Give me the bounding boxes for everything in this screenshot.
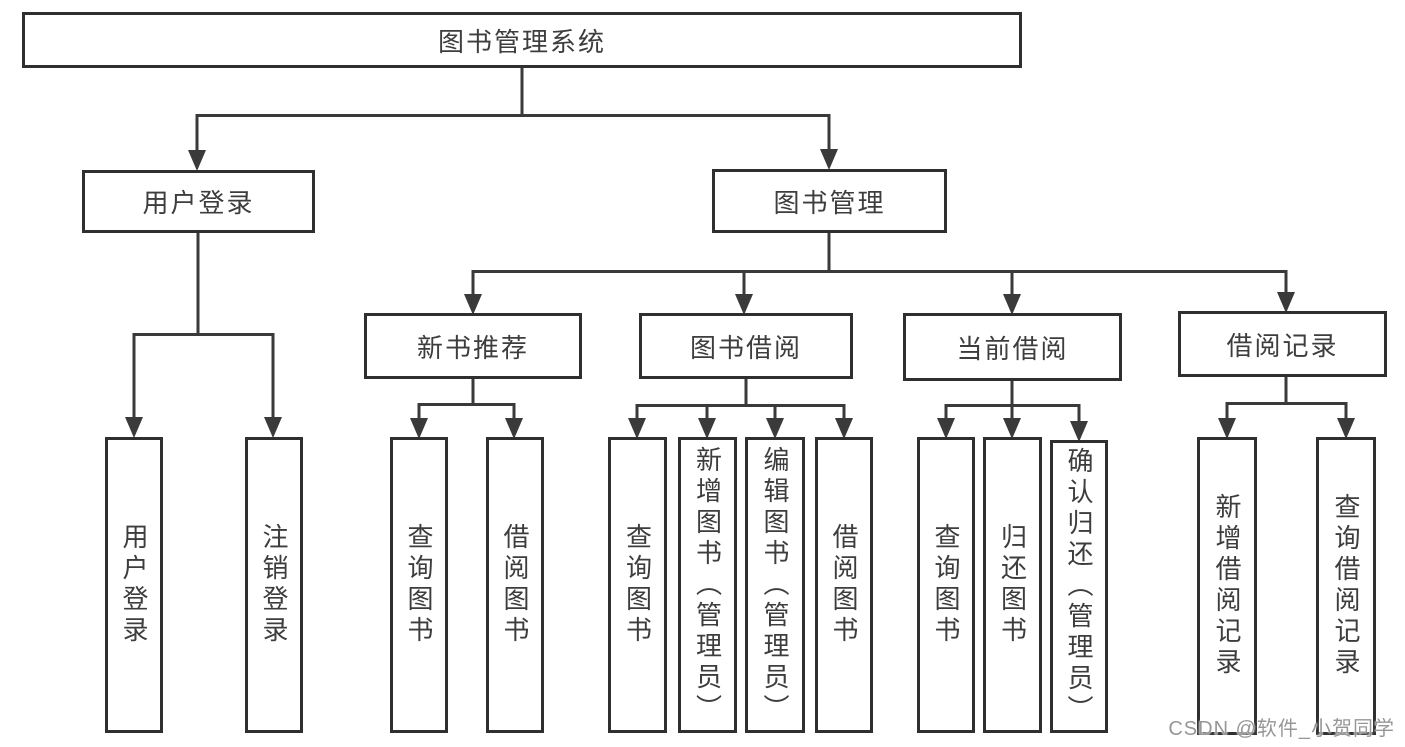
node-leaf-query-books-current-label: 查询图书 bbox=[931, 523, 961, 647]
node-leaf-query-borrow-record: 查询借阅记录 bbox=[1316, 437, 1376, 735]
node-leaf-query-books-borrow: 查询图书 bbox=[608, 437, 667, 733]
csdn-watermark: CSDN @软件_小贺同学 bbox=[1168, 718, 1395, 740]
node-new-book-recommend-label: 新书推荐 bbox=[416, 332, 529, 363]
node-leaf-edit-books-admin-label: 编辑图书（管理员） bbox=[760, 445, 790, 725]
node-book-management-label: 图书管理 bbox=[773, 187, 886, 218]
node-leaf-logout-label: 注销登录 bbox=[259, 523, 289, 647]
node-book-management: 图书管理 bbox=[712, 169, 947, 233]
node-leaf-add-borrow-record-label: 新增借阅记录 bbox=[1212, 493, 1242, 679]
node-root-system-label: 图书管理系统 bbox=[437, 26, 606, 57]
node-book-borrowing: 图书借阅 bbox=[639, 313, 853, 379]
node-leaf-logout: 注销登录 bbox=[245, 437, 303, 733]
node-leaf-edit-books-admin: 编辑图书（管理员） bbox=[745, 437, 805, 733]
node-current-borrowing: 当前借阅 bbox=[903, 313, 1122, 381]
node-leaf-return-books-label: 归还图书 bbox=[997, 523, 1028, 647]
connector-book-mgmt-to-level3 bbox=[471, 233, 1288, 297]
connector-book-borrow-children bbox=[635, 379, 846, 421]
node-borrowing-records-label: 借阅记录 bbox=[1226, 330, 1339, 361]
connector-borrow-records-children bbox=[1225, 377, 1348, 421]
node-borrowing-records: 借阅记录 bbox=[1178, 311, 1387, 377]
node-leaf-confirm-return-admin-label: 确认归还（管理员） bbox=[1064, 447, 1094, 726]
node-leaf-query-borrow-record-label: 查询借阅记录 bbox=[1331, 493, 1361, 679]
node-leaf-query-books-borrow-label: 查询图书 bbox=[622, 523, 653, 647]
node-leaf-borrow-books-rec-label: 借阅图书 bbox=[500, 523, 530, 647]
node-leaf-query-books-rec-label: 查询图书 bbox=[404, 523, 434, 647]
connector-current-borrow-children bbox=[944, 381, 1081, 424]
node-leaf-return-books: 归还图书 bbox=[983, 437, 1042, 733]
node-user-login-label: 用户登录 bbox=[142, 188, 255, 218]
node-leaf-query-books-current: 查询图书 bbox=[917, 437, 975, 733]
node-current-borrowing-label: 当前借阅 bbox=[956, 333, 1069, 364]
node-leaf-user-login-label: 用户登录 bbox=[119, 523, 149, 647]
node-leaf-borrow-books-label: 借阅图书 bbox=[829, 523, 859, 647]
arrowheads bbox=[125, 149, 1355, 442]
node-book-borrowing-label: 图书借阅 bbox=[689, 332, 802, 363]
node-leaf-borrow-books: 借阅图书 bbox=[815, 437, 873, 733]
node-leaf-add-books-admin: 新增图书（管理员） bbox=[678, 437, 737, 733]
node-leaf-user-login: 用户登录 bbox=[105, 437, 163, 733]
node-leaf-borrow-books-rec: 借阅图书 bbox=[486, 437, 544, 733]
node-new-book-recommend: 新书推荐 bbox=[364, 313, 582, 379]
node-root-system: 图书管理系统 bbox=[22, 12, 1022, 68]
node-leaf-add-borrow-record: 新增借阅记录 bbox=[1197, 437, 1257, 735]
connector-root-to-level2 bbox=[195, 67, 831, 154]
node-leaf-confirm-return-admin: 确认归还（管理员） bbox=[1050, 440, 1108, 733]
node-user-login: 用户登录 bbox=[82, 170, 315, 233]
node-leaf-add-books-admin-label: 新增图书（管理员） bbox=[692, 445, 723, 725]
connector-new-book-rec-children bbox=[417, 379, 516, 421]
node-leaf-query-books-rec: 查询图书 bbox=[390, 437, 448, 733]
connector-user-login-children bbox=[132, 233, 275, 421]
